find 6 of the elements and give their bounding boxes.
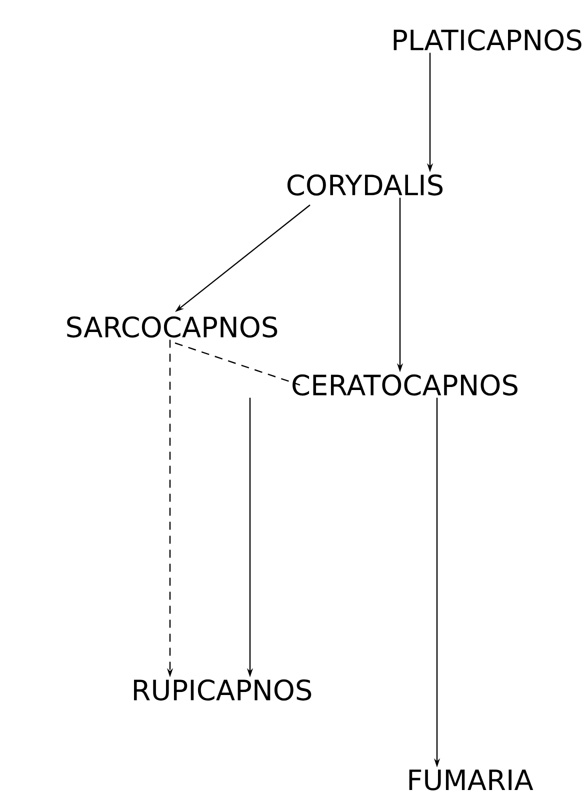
genus-label: FUMARIA bbox=[409, 770, 534, 790]
genus-label: CORYDALIS bbox=[287, 174, 443, 196]
genus-label: PLATICAPNOS bbox=[394, 29, 582, 51]
genus-label: RUPICAPNOS bbox=[134, 679, 312, 701]
genus-label: SARCOCAPNOS bbox=[67, 316, 278, 338]
genus-label: CERATOCAPNOS bbox=[292, 374, 518, 396]
